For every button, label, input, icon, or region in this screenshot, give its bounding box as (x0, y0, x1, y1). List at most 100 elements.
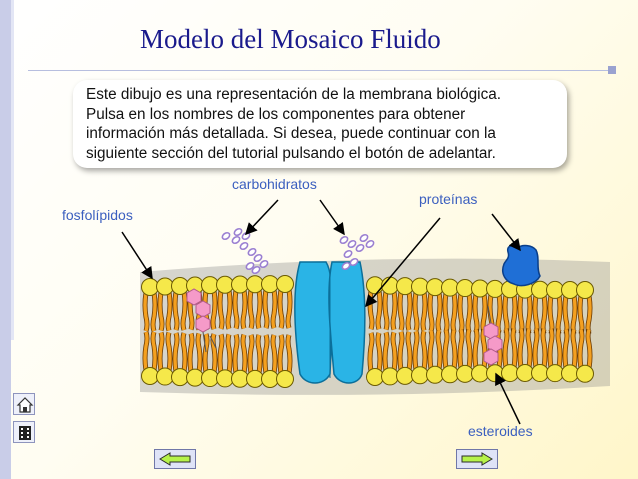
lipid-head (216, 275, 234, 294)
carbohydrate-unit (359, 233, 369, 243)
lipid-head (471, 279, 489, 298)
lipid-tail (263, 334, 269, 374)
lipid-head (246, 369, 264, 388)
lipid-tail (451, 329, 457, 369)
carbohydrate-unit (339, 235, 349, 245)
lipid-head (141, 278, 159, 296)
lipid-tail (398, 331, 404, 371)
lipid-head (141, 367, 159, 385)
lipid-tail (436, 292, 442, 332)
lipid-tail (188, 333, 194, 372)
lipid-tail (413, 292, 419, 332)
info-line: siguiente sección del tutorial pulsando … (86, 144, 496, 162)
lipid-tail (413, 330, 419, 370)
lipid-tail (556, 295, 562, 335)
lipid-tail (256, 289, 262, 329)
steroid-right (483, 305, 503, 366)
film-button[interactable] (13, 421, 35, 443)
lipid-tail (368, 332, 374, 372)
lipid-tail (233, 290, 239, 330)
lipid-head (156, 367, 174, 386)
lipid-tail (173, 291, 179, 331)
lipid-tail (226, 333, 232, 373)
info-line: Pulsa en los nombres de los componentes … (86, 105, 466, 123)
lipid-tail (271, 289, 277, 329)
lipid-head (156, 277, 174, 296)
back-button[interactable] (154, 449, 196, 469)
lipid-tail (503, 294, 509, 334)
lipid-head (276, 369, 294, 388)
lipid-tail (248, 334, 254, 374)
lipid-head (201, 369, 219, 388)
label-proteinas[interactable]: proteínas (419, 191, 478, 207)
page-title: Modelo del Mosaico Fluido (140, 24, 441, 54)
lipid-tail (541, 295, 547, 335)
lipid-tail (481, 294, 487, 334)
lipid-tail (526, 328, 532, 368)
lipid-head (366, 367, 384, 386)
lipid-tail (233, 334, 239, 373)
lipid-head (456, 364, 474, 383)
lipid-tail (166, 292, 172, 332)
lipid-tail (376, 290, 382, 330)
lipid-head (216, 369, 234, 388)
carbohydrate-unit (233, 227, 243, 237)
lipid-head (456, 279, 474, 298)
carbohydrate-unit (343, 249, 353, 259)
carbohydrate-unit (253, 253, 263, 263)
home-button[interactable] (13, 393, 35, 415)
lipid-tail (406, 291, 412, 331)
lipid-tail (151, 292, 157, 332)
lipid-tail (458, 329, 464, 369)
lipid-tail (158, 292, 164, 332)
lipid-tail (541, 328, 547, 368)
label-carbohidratos[interactable]: carbohidratos (232, 176, 317, 192)
carbohydrate-unit (221, 231, 231, 241)
lipid-tail (218, 290, 224, 330)
carbohydrate-chains (221, 227, 375, 275)
lipid-tail (391, 291, 397, 331)
lipid-tail (256, 334, 262, 374)
label-fosfolipidos[interactable]: fosfolípidos (62, 207, 133, 223)
lipid-heads (141, 275, 594, 388)
lipid-tail (466, 329, 472, 369)
lipid-head (516, 364, 534, 383)
lipid-tail (586, 329, 592, 369)
lipid-tail (211, 333, 217, 373)
lipid-head (186, 368, 204, 387)
label-esteroides[interactable]: esteroides (468, 423, 533, 439)
lipid-head (231, 369, 249, 388)
lipid-tail (526, 295, 532, 335)
lipid-tail (466, 293, 472, 333)
lipid-tail (181, 291, 187, 331)
forward-button[interactable] (456, 449, 498, 469)
lipid-head (231, 275, 249, 294)
lipid-tail (563, 328, 569, 368)
lipid-tail (263, 289, 269, 329)
home-icon (16, 397, 34, 413)
lipid-tail (511, 328, 517, 368)
lipid-tail (271, 334, 277, 374)
lipid-head (546, 280, 564, 299)
lipid-tail (286, 334, 292, 374)
lipid-head (486, 279, 504, 298)
carbohydrate-unit (241, 231, 251, 241)
lipid-tail (248, 289, 254, 329)
lipid-tail (533, 328, 539, 368)
left-sidebar-bar (0, 0, 11, 479)
lipid-tail (458, 293, 464, 333)
carbohydrate-unit (231, 235, 241, 245)
transmembrane-protein (293, 261, 366, 384)
back-arrow-icon (154, 449, 196, 469)
lipid-head (471, 364, 489, 383)
lipid-tail (173, 332, 179, 372)
lipid-tail (241, 334, 247, 373)
peripheral-protein (502, 244, 541, 287)
lipid-tail (143, 292, 149, 332)
lipid-tail (278, 334, 284, 374)
lipid-head (561, 280, 579, 299)
lipid-tail (443, 293, 449, 333)
carbohydrate-unit (365, 239, 375, 249)
lipid-tail (398, 291, 404, 331)
lipid-tail (428, 292, 434, 332)
